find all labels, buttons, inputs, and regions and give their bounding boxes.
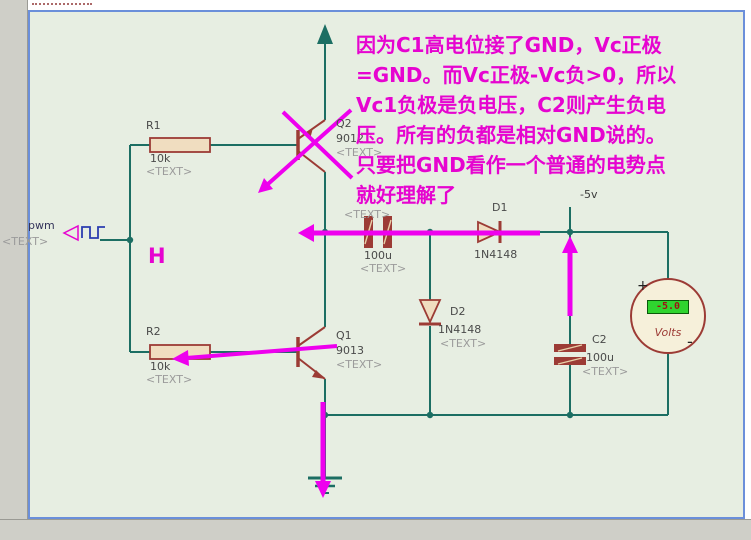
net-label-minus5v[interactable]: -5v — [580, 188, 598, 201]
c2-value-label[interactable]: 100u — [586, 351, 614, 364]
c2-ref-label[interactable]: C2 — [592, 333, 607, 346]
titlebar-remnant — [32, 3, 92, 9]
c1-text-placeholder[interactable]: <TEXT> — [360, 262, 407, 275]
capacitor-c2-symbol[interactable] — [554, 344, 586, 365]
annotation-line: =GND。而Vc正极-Vc负>0，所以 — [356, 63, 677, 87]
meter-unit-label: Volts — [654, 326, 682, 339]
c1-value-label[interactable]: 100u — [364, 249, 392, 262]
annotation-line: Vc1负极是负电压，C2则产生负电 — [356, 93, 666, 117]
annotation-line: 压。所有的负都是相对GND说的。 — [356, 123, 666, 147]
q1-text-placeholder[interactable]: <TEXT> — [336, 358, 383, 371]
annotation-line: 就好理解了 — [356, 183, 456, 207]
q1-ref-label[interactable]: Q1 — [336, 329, 352, 342]
resistor-r1-symbol[interactable] — [149, 137, 211, 153]
r1-ref-label[interactable]: R1 — [146, 119, 161, 132]
transistor-q1-symbol[interactable] — [296, 326, 326, 380]
r1-value-label[interactable]: 10k — [150, 152, 171, 165]
r1-text-placeholder[interactable]: <TEXT> — [146, 165, 193, 178]
r2-text-placeholder[interactable]: <TEXT> — [146, 373, 193, 386]
meter-plus-terminal: + — [637, 278, 649, 294]
r2-ref-label[interactable]: R2 — [146, 325, 161, 338]
annotation-line: 只要把GND看作一个普通的电势点 — [356, 153, 666, 177]
annotation-arrows — [172, 108, 578, 498]
c1-text-top-placeholder[interactable]: <TEXT> — [344, 208, 391, 221]
pwm-label[interactable]: pwm — [28, 219, 55, 232]
d2-value-label[interactable]: 1N4148 — [438, 323, 482, 336]
d1-value-label[interactable]: 1N4148 — [474, 248, 518, 261]
window-bottom-strip — [0, 519, 751, 540]
power-rail-icon[interactable] — [317, 24, 333, 44]
q2-value-label[interactable]: 9012 — [336, 132, 364, 145]
annotation-line: 因为C1高电位接了GND，Vc正极 — [356, 33, 662, 57]
h-annotation: H — [148, 244, 166, 268]
voltmeter-symbol[interactable] — [630, 278, 706, 354]
meter-minus-terminal: - — [687, 332, 693, 351]
q2-ref-label[interactable]: Q2 — [336, 117, 352, 130]
r2-value-label[interactable]: 10k — [150, 360, 171, 373]
window-left-strip — [0, 0, 28, 540]
q1-value-label[interactable]: 9013 — [336, 344, 364, 357]
c2-text-placeholder[interactable]: <TEXT> — [582, 365, 629, 378]
schematic-sheet[interactable] — [28, 10, 745, 519]
meter-display: -5.0 — [647, 300, 689, 314]
pwm-generator-icon[interactable] — [62, 224, 105, 242]
d2-text-placeholder[interactable]: <TEXT> — [440, 337, 487, 350]
pwm-text-placeholder[interactable]: <TEXT> — [2, 235, 49, 248]
d2-ref-label[interactable]: D2 — [450, 305, 466, 318]
d1-ref-label[interactable]: D1 — [492, 201, 508, 214]
q2-text-placeholder[interactable]: <TEXT> — [336, 146, 383, 159]
annotation-text-block: 因为C1高电位接了GND，Vc正极 =GND。而Vc正极-Vc负>0，所以 Vc… — [356, 30, 744, 210]
diode-d2-symbol[interactable] — [418, 299, 442, 326]
